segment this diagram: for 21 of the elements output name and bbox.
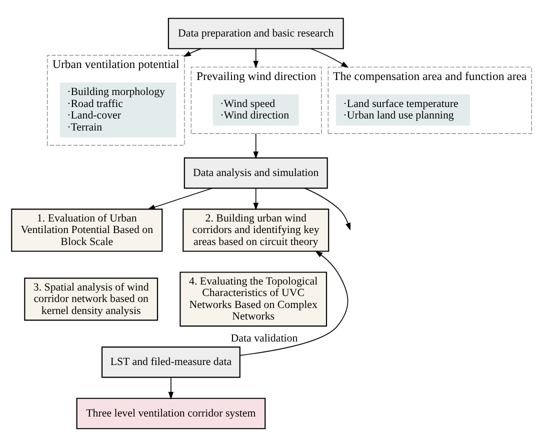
arrow (304, 187, 351, 230)
edge-label: Data validation (230, 332, 298, 344)
node-box: Data preparation and basic research (168, 17, 344, 49)
arrow (253, 132, 259, 159)
node-box: ·Land surface temperature ·Urban land use planning (336, 94, 470, 126)
node-box: 2. Building urban wind corridors and identifying key areas based on circuit theory (182, 208, 330, 252)
node-box: LST and filed-measure data (101, 346, 240, 378)
arrow (147, 187, 213, 210)
arrow (183, 48, 202, 56)
node-box: Three level ventilation corridor system (76, 397, 266, 429)
arrow (168, 376, 174, 399)
node-box: 3. Spatial analysis of wind corridor network based on kernel density analysis (24, 277, 158, 320)
arrow (240, 250, 348, 356)
arrow (253, 48, 259, 68)
node-box: 1. Evaluation of Urban Ventilation Potential Based on Block Scale (11, 208, 163, 252)
arrow (253, 188, 259, 210)
node-box: 4. Evaluating the Topological Characteristics of UVC Networks Based on Complex Networks (180, 271, 328, 326)
node-box: Data analysis and simulation (184, 156, 328, 188)
arrow (310, 48, 349, 68)
node-box: ·Wind speed ·Wind direction (212, 94, 299, 126)
node-box: ·Building morphology ·Road traffic ·Land-cover ·Terrain (60, 82, 176, 137)
